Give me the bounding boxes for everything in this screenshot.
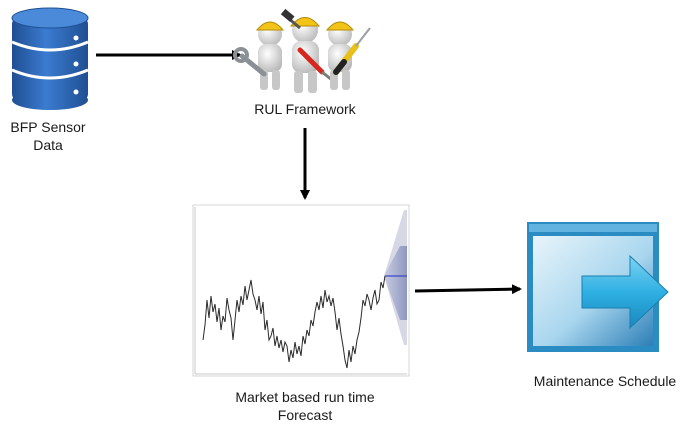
window-with-right-arrow-icon: [527, 222, 669, 352]
sensor-data-label-line1: BFP Sensor: [10, 119, 86, 135]
forecast-fan-inner: [384, 246, 407, 320]
forecast-label: Market based run time Forecast: [200, 388, 410, 424]
database-icon: [11, 7, 89, 110]
sensor-data-label: BFP Sensor Data: [0, 118, 96, 154]
arrow-forecast-to-maintenance: [414, 284, 522, 295]
forecast-history-line: [202, 275, 386, 369]
forecast-label-line2: Forecast: [277, 407, 333, 423]
rul-framework-label: RUL Framework: [254, 101, 356, 117]
time-series-forecast-chart: [192, 204, 410, 377]
maintenance-schedule-label: Maintenance Schedule: [533, 373, 677, 389]
forecast-label-line1: Market based run time: [235, 389, 375, 405]
worker-figures-with-tools-icon: [233, 8, 371, 93]
sensor-data-label-line2: Data: [33, 137, 63, 153]
